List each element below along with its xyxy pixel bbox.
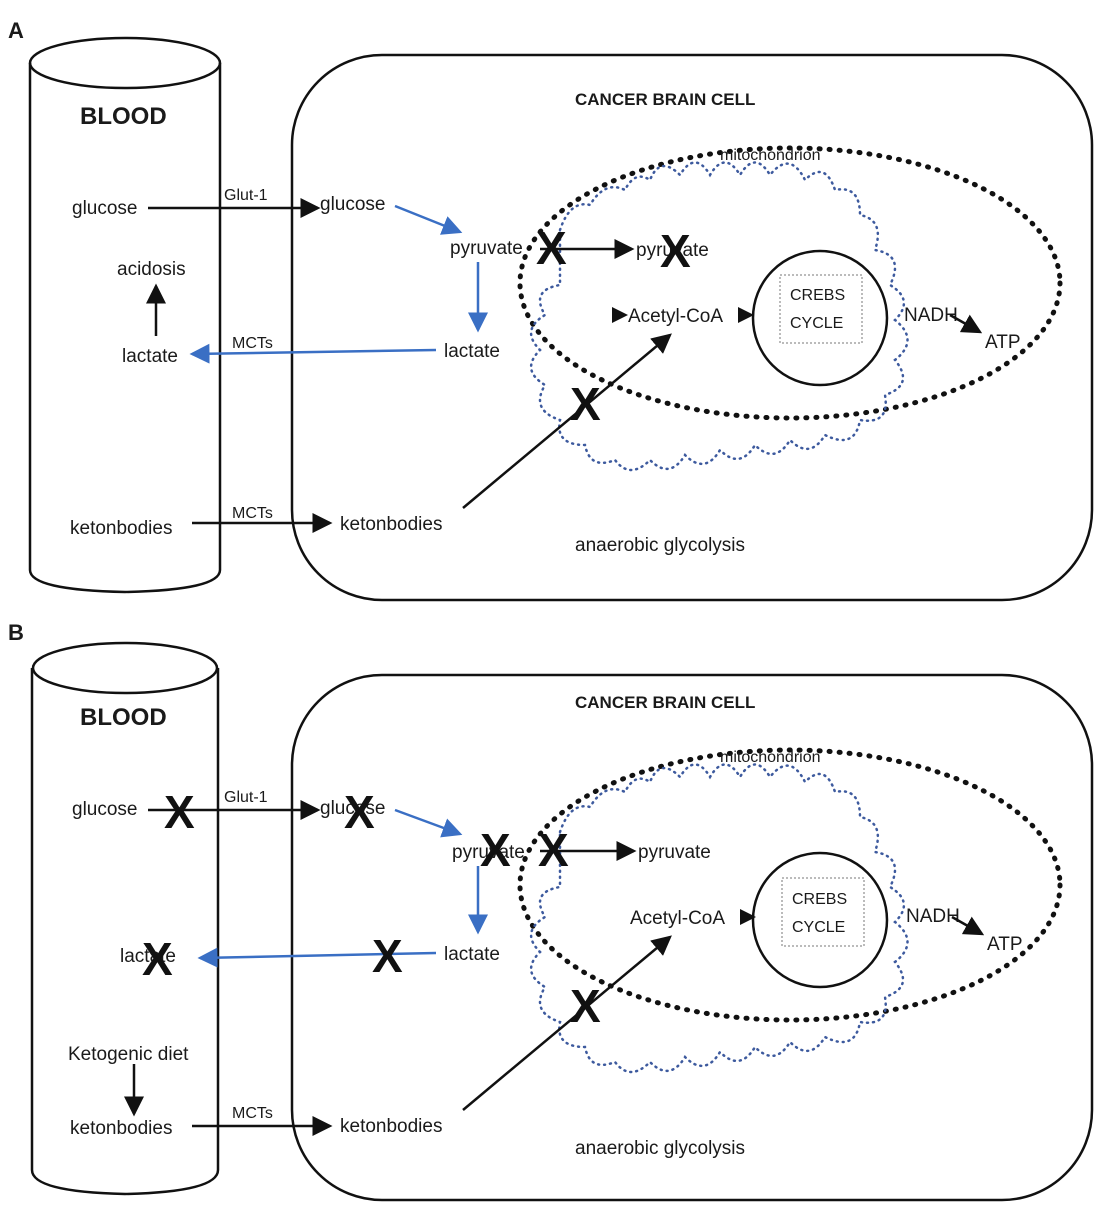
block-x-lactate-export: X bbox=[372, 930, 403, 982]
glycolysis-label: anaerobic glycolysis bbox=[575, 535, 745, 556]
glut1-label: Glut-1 bbox=[224, 187, 268, 204]
blood-acidosis: acidosis bbox=[117, 259, 186, 280]
cell-ketonbodies: ketonbodies bbox=[340, 1116, 442, 1137]
blood-title: BLOOD bbox=[80, 704, 167, 731]
mct-lactate-label: MCTs bbox=[232, 335, 273, 352]
mct-keto-label: MCTs bbox=[232, 1105, 273, 1122]
krebs-label-2: CYCLE bbox=[790, 315, 843, 332]
panel-letter: B bbox=[8, 620, 24, 645]
acetyl-coa: Acetyl-CoA bbox=[628, 306, 723, 327]
block-x-blood-lactate: X bbox=[142, 933, 173, 985]
arrow-nadh-atp bbox=[949, 313, 983, 334]
mitochondrion-membrane bbox=[517, 747, 1063, 1023]
mito-pyruvate: pyruvate bbox=[636, 240, 709, 261]
cell-membrane bbox=[290, 53, 1094, 602]
blood-cylinder bbox=[30, 641, 220, 1196]
block-x-glucose-cell: X bbox=[344, 786, 375, 838]
block-x-keto-entry: X bbox=[570, 378, 601, 430]
blood-glucose: glucose bbox=[72, 198, 138, 219]
glut1-label: Glut-1 bbox=[224, 789, 268, 806]
block-x-mito-import: X bbox=[536, 222, 567, 274]
blood-lactate: lactate bbox=[122, 346, 178, 367]
cell-ketonbodies: ketonbodies bbox=[340, 514, 442, 535]
panel-a: A BLOOD glucose acidosis lactate ketonbo… bbox=[8, 18, 1094, 602]
krebs-label-1: CREBS bbox=[790, 287, 845, 304]
krebs-box bbox=[779, 274, 863, 344]
nadh: NADH bbox=[906, 906, 960, 927]
arrow-nadh-atp bbox=[951, 915, 985, 936]
atp: ATP bbox=[987, 934, 1023, 955]
blood-lactate: lactate bbox=[120, 946, 176, 967]
arrow-lactate-export bbox=[197, 947, 437, 968]
cell-glucose: glucose bbox=[320, 798, 386, 819]
blood-glucose: glucose bbox=[72, 799, 138, 820]
mito-pyruvate: pyruvate bbox=[638, 842, 711, 863]
blood-ketogenic-diet: Ketogenic diet bbox=[68, 1044, 189, 1065]
nadh: NADH bbox=[904, 305, 958, 326]
block-x-pyruvate: X bbox=[480, 824, 511, 876]
arrow-lactate-export bbox=[189, 343, 437, 364]
mitochondrion-membrane bbox=[517, 145, 1063, 421]
panel-b: B BLOOD glucose lactate Ketogenic diet k… bbox=[8, 620, 1094, 1202]
krebs-label-1: CREBS bbox=[792, 891, 847, 908]
cell-title: CANCER BRAIN CELL bbox=[575, 693, 755, 712]
cell-glucose: glucose bbox=[320, 194, 386, 215]
mct-keto-label: MCTs bbox=[232, 505, 273, 522]
arrow-glucose-pyruvate bbox=[394, 808, 463, 838]
glycolysis-label: anaerobic glycolysis bbox=[575, 1138, 745, 1159]
mitochondrion-title: mitochondrion bbox=[720, 749, 821, 766]
atp: ATP bbox=[985, 332, 1021, 353]
krebs-box bbox=[781, 877, 865, 947]
block-x-mito-pyruvate: X bbox=[660, 225, 691, 277]
block-x-keto-entry: X bbox=[570, 980, 601, 1032]
krebs-label-2: CYCLE bbox=[792, 919, 845, 936]
panel-letter: A bbox=[8, 18, 24, 43]
blood-ketonbodies: ketonbodies bbox=[70, 518, 172, 539]
cell-pyruvate: pyruvate bbox=[450, 238, 523, 259]
block-x-mito-import: X bbox=[538, 824, 569, 876]
mitochondrion-title: mitochondrion bbox=[720, 147, 821, 164]
cell-lactate: lactate bbox=[444, 944, 500, 965]
arrow-keto-acetyl bbox=[462, 935, 672, 1111]
arrow-keto-acetyl bbox=[462, 333, 672, 509]
cell-title: CANCER BRAIN CELL bbox=[575, 90, 755, 109]
block-x-glucose-blood: X bbox=[164, 786, 195, 838]
cell-lactate: lactate bbox=[444, 341, 500, 362]
acetyl-coa: Acetyl-CoA bbox=[630, 908, 725, 929]
blood-ketonbodies: ketonbodies bbox=[70, 1118, 172, 1139]
cell-pyruvate: pyruvate bbox=[452, 842, 525, 863]
blood-cylinder bbox=[28, 36, 222, 594]
arrow-glucose-pyruvate bbox=[394, 204, 463, 235]
cell-membrane bbox=[290, 673, 1094, 1202]
blood-title: BLOOD bbox=[80, 103, 167, 130]
